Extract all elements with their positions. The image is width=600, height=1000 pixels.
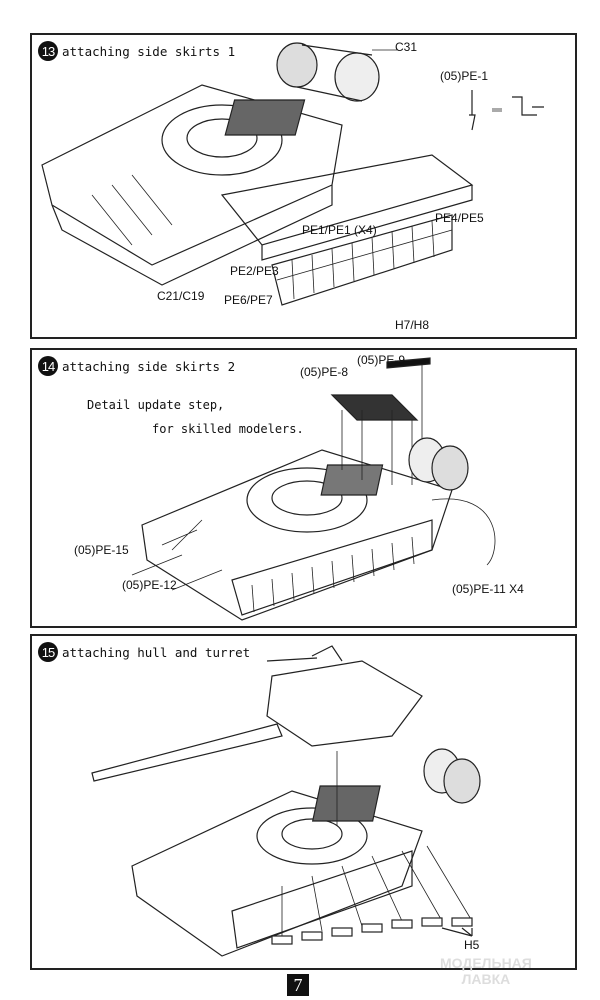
step-title: attaching side skirts 1 [62, 43, 236, 59]
side-skirts-2-illustration [131, 357, 496, 621]
part-label: PE2/PE3 [230, 264, 279, 278]
side-skirts-1-illustration [41, 42, 544, 306]
step-15-panel: 15 attaching hull and turret H5 [30, 634, 577, 970]
hull-turret-illustration [91, 645, 481, 957]
part-label: PE6/PE7 [224, 293, 273, 307]
step-13-panel: 13 attaching side skirts 1 C31 (05)PE-1 … [30, 33, 577, 339]
part-label: PE1/PE1 (X4) [302, 223, 377, 237]
step-number-badge: 14 [38, 356, 58, 376]
part-label: (05)PE-1 [440, 69, 489, 83]
part-label: (05)PE-11 X4 [452, 582, 524, 596]
part-label: C31 [395, 40, 418, 54]
note-line: for skilled modelers. [152, 422, 304, 436]
step-14-header: 14 attaching side skirts 2 [38, 356, 235, 376]
part-label: (05)PE-8 [300, 365, 349, 379]
step-15-header: 15 attaching hull and turret [38, 642, 250, 662]
part-label: H7/H8 [395, 318, 430, 332]
part-label: H5 [464, 938, 480, 952]
step-title: attaching hull and turret [62, 644, 251, 660]
part-label: (05)PE-15 [74, 543, 129, 557]
step-number-badge: 13 [38, 41, 58, 61]
step-14-panel: 14 attaching side skirts 2 Detail update… [30, 348, 577, 628]
part-label: (05)PE-12 [122, 578, 177, 592]
page-number: 7 [287, 974, 309, 996]
step-13-header: 13 attaching side skirts 1 [38, 41, 235, 61]
part-label: PE4/PE5 [435, 211, 484, 225]
step-title: attaching side skirts 2 [62, 358, 236, 374]
note-line: Detail update step, [87, 398, 225, 412]
part-label: (05)PE-9 [357, 353, 406, 367]
step-number-badge: 15 [38, 642, 58, 662]
part-label: C21/C19 [157, 289, 205, 303]
